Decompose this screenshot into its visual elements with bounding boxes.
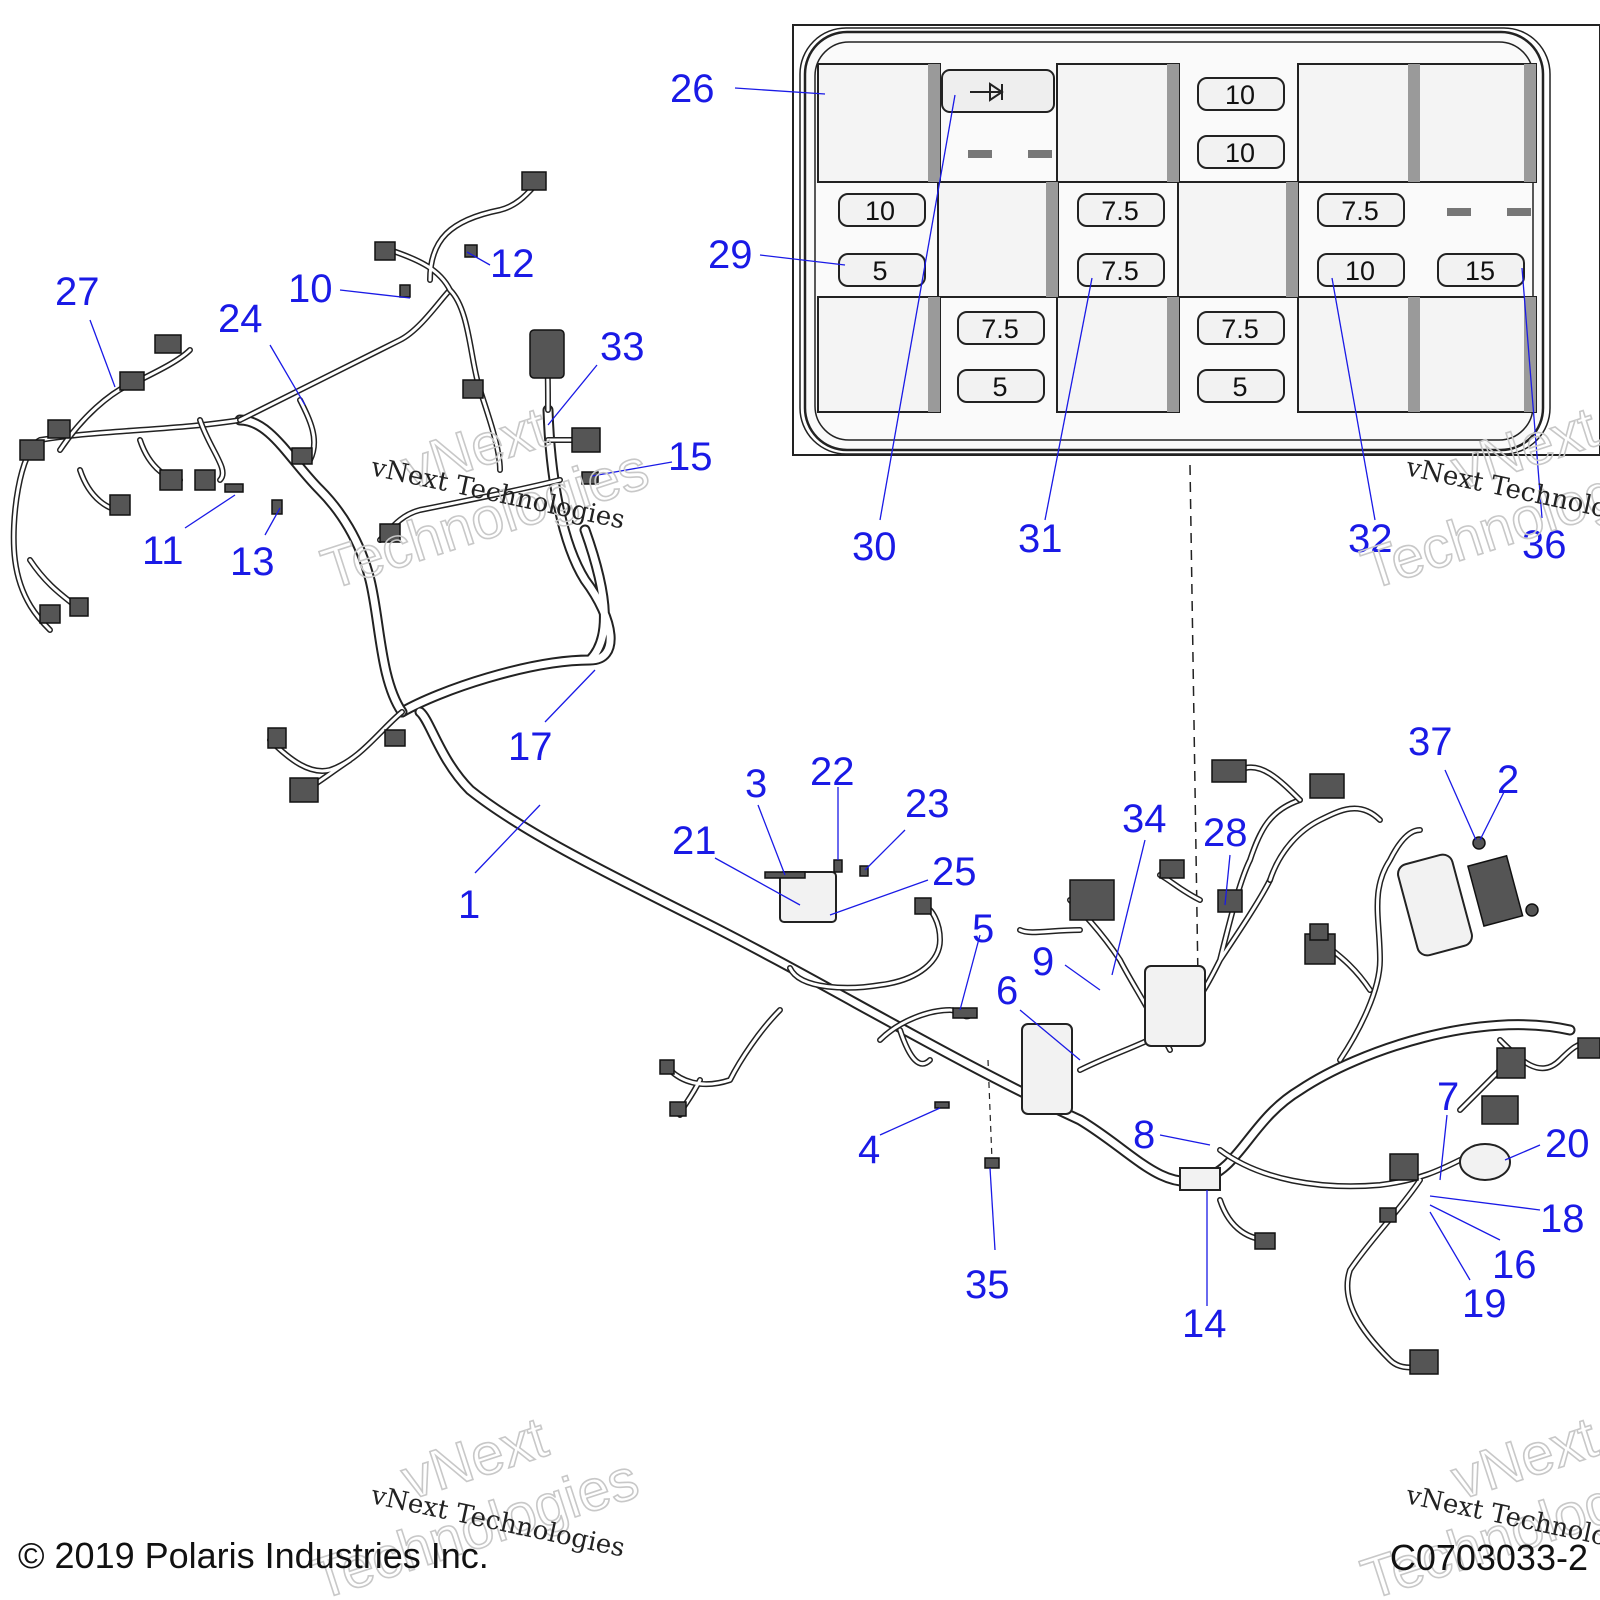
callout-1: 1 [458, 883, 480, 927]
callout-labels: 1 2 3 4 5 6 7 8 9 10 11 12 13 14 15 16 1… [55, 67, 1590, 1346]
fuse-list: 10 10 10 5 7.5 7.5 7.5 10 15 7.5 5 7.5 5 [838, 77, 1525, 403]
callout-23: 23 [905, 782, 950, 826]
fuse-rating: 10 [1225, 80, 1255, 110]
fuse: 10 [1197, 135, 1285, 169]
callout-17: 17 [508, 725, 553, 769]
fuse: 7.5 [957, 311, 1045, 345]
fuse-rating: 7.5 [1221, 314, 1259, 344]
callout-30: 30 [852, 525, 897, 569]
figure-code: C0703033-2 [1390, 1537, 1588, 1578]
callout-29: 29 [708, 233, 753, 277]
fuse: 5 [957, 369, 1045, 403]
callout-31: 31 [1018, 517, 1063, 561]
relay-shadows [928, 64, 1536, 412]
fuse-box-connection-line [1189, 464, 1199, 981]
callout-35: 35 [965, 1263, 1010, 1307]
relay-blocks [817, 63, 1537, 413]
callout-36: 36 [1522, 523, 1567, 567]
callout-3: 3 [745, 762, 767, 806]
callout-22: 22 [810, 750, 855, 794]
fuse: 10 [1197, 77, 1285, 111]
leader-lines [89, 87, 1543, 1306]
copyright-notice: © 2019 Polaris Industries Inc. [18, 1535, 489, 1576]
fuse-rating: 10 [865, 196, 895, 226]
callout-25: 25 [932, 850, 977, 894]
callout-19: 19 [1462, 1282, 1507, 1326]
diode-block [941, 69, 1055, 113]
fuse-rating: 7.5 [981, 314, 1019, 344]
callout-10: 10 [288, 267, 333, 311]
callout-18: 18 [1540, 1197, 1585, 1241]
fuse-rating: 10 [1345, 256, 1375, 286]
callout-13: 13 [230, 540, 275, 584]
callout-34: 34 [1122, 797, 1167, 841]
fuse-rating: 7.5 [1101, 196, 1139, 226]
callout-2: 2 [1497, 758, 1519, 802]
fuse: 5 [1197, 369, 1285, 403]
fuse-rating: 5 [992, 372, 1007, 402]
callout-4: 4 [858, 1128, 880, 1172]
fuse: 7.5 [1077, 253, 1165, 287]
callout-37: 37 [1408, 720, 1453, 764]
callout-33: 33 [600, 325, 645, 369]
fuse-rating: 7.5 [1101, 256, 1139, 286]
fuse-rating: 7.5 [1341, 196, 1379, 226]
callout-11: 11 [142, 529, 184, 573]
callout-5: 5 [972, 907, 994, 951]
callout-8: 8 [1133, 1113, 1155, 1157]
fuse-rating: 5 [872, 256, 887, 286]
fuse: 10 [1317, 253, 1405, 287]
fuse-rating: 10 [1225, 138, 1255, 168]
fuse: 15 [1437, 253, 1525, 287]
fuse: 7.5 [1317, 193, 1405, 227]
empty-fuse-slots [968, 150, 1531, 216]
fuse: 10 [838, 193, 926, 227]
fuse-box-inset: 10 10 10 5 7.5 7.5 7.5 10 15 7.5 5 7.5 5 [792, 24, 1600, 456]
callout-9: 9 [1032, 940, 1054, 984]
callout-24: 24 [218, 297, 263, 341]
callout-7: 7 [1437, 1075, 1459, 1119]
callout-28: 28 [1203, 811, 1248, 855]
fuse: 5 [838, 253, 926, 287]
callout-26: 26 [670, 67, 715, 111]
wiring-harness [10, 171, 1600, 1375]
callout-27: 27 [55, 270, 100, 314]
fuse: 7.5 [1197, 311, 1285, 345]
callout-12: 12 [490, 242, 535, 286]
fuse: 7.5 [1077, 193, 1165, 227]
callout-32: 32 [1348, 517, 1393, 561]
callout-15: 15 [668, 435, 713, 479]
callout-20: 20 [1545, 1122, 1590, 1166]
connectors [19, 171, 1600, 1375]
callout-16: 16 [1492, 1243, 1537, 1287]
watermarks: vNext Technologies vNext Technologies vN… [303, 394, 1600, 1600]
callout-6: 6 [996, 969, 1018, 1013]
fuse-rating: 5 [1232, 372, 1247, 402]
callout-21: 21 [672, 819, 717, 863]
fuse-rating: 15 [1465, 256, 1495, 286]
callout-14: 14 [1182, 1302, 1227, 1346]
